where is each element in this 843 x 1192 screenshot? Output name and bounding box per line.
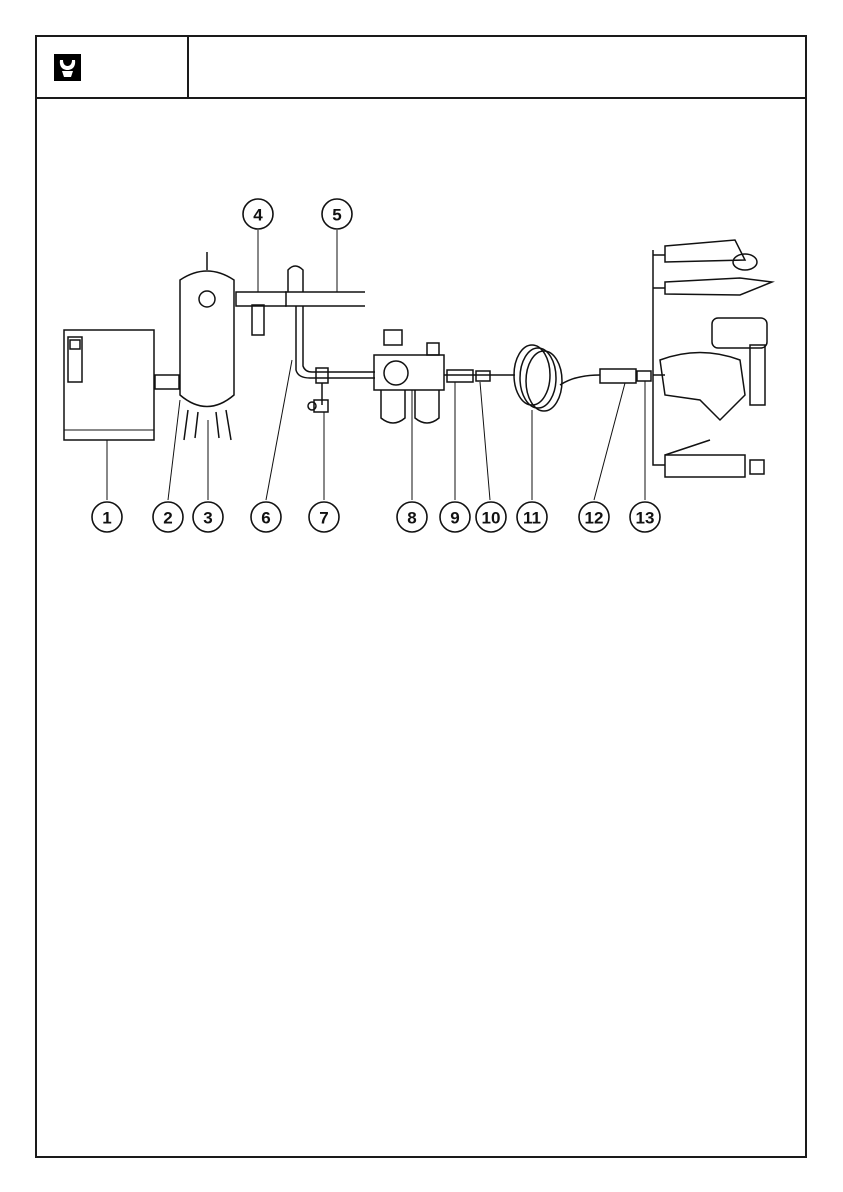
compressor-illustration: [63, 329, 155, 441]
svg-text:6: 6: [261, 509, 270, 528]
svg-text:7: 7: [319, 509, 328, 528]
callout-2: 2: [152, 501, 184, 533]
svg-text:8: 8: [407, 509, 416, 528]
svg-text:10: 10: [482, 509, 501, 528]
callout-10: 10: [475, 501, 507, 533]
callout-1: 1: [91, 501, 123, 533]
page-frame: [35, 35, 807, 1158]
air-tools-illustration: [652, 239, 775, 478]
svg-text:12: 12: [585, 509, 604, 528]
svg-text:11: 11: [523, 509, 541, 528]
callout-12: 12: [578, 501, 610, 533]
callout-13: 13: [629, 501, 661, 533]
callout-numbers: 1 2 3 4 5 6 7 8 9 10 11 12 13: [91, 198, 661, 533]
pipework-illustration: [235, 265, 375, 413]
svg-text:9: 9: [450, 509, 459, 528]
svg-text:13: 13: [636, 509, 655, 528]
callout-4: 4: [242, 198, 274, 230]
svg-text:1: 1: [102, 509, 111, 528]
callout-8: 8: [396, 501, 428, 533]
callout-6: 6: [250, 501, 282, 533]
callout-5: 5: [321, 198, 353, 230]
callout-3: 3: [192, 501, 224, 533]
svg-text:3: 3: [203, 509, 212, 528]
wrench-icon: [54, 54, 81, 81]
page-header: [37, 37, 805, 99]
compressor-connector: [154, 374, 180, 390]
frl-unit-illustration: [373, 329, 445, 424]
header-divider: [187, 37, 189, 97]
callout-9: 9: [439, 501, 471, 533]
callout-leaders: [106, 230, 646, 501]
svg-text:5: 5: [332, 206, 341, 225]
air-tank-illustration: [179, 252, 235, 441]
callout-11: 11: [516, 501, 548, 533]
svg-text:4: 4: [253, 206, 263, 225]
hose-illustration: [444, 344, 652, 412]
svg-text:2: 2: [163, 509, 172, 528]
callout-7: 7: [308, 501, 340, 533]
